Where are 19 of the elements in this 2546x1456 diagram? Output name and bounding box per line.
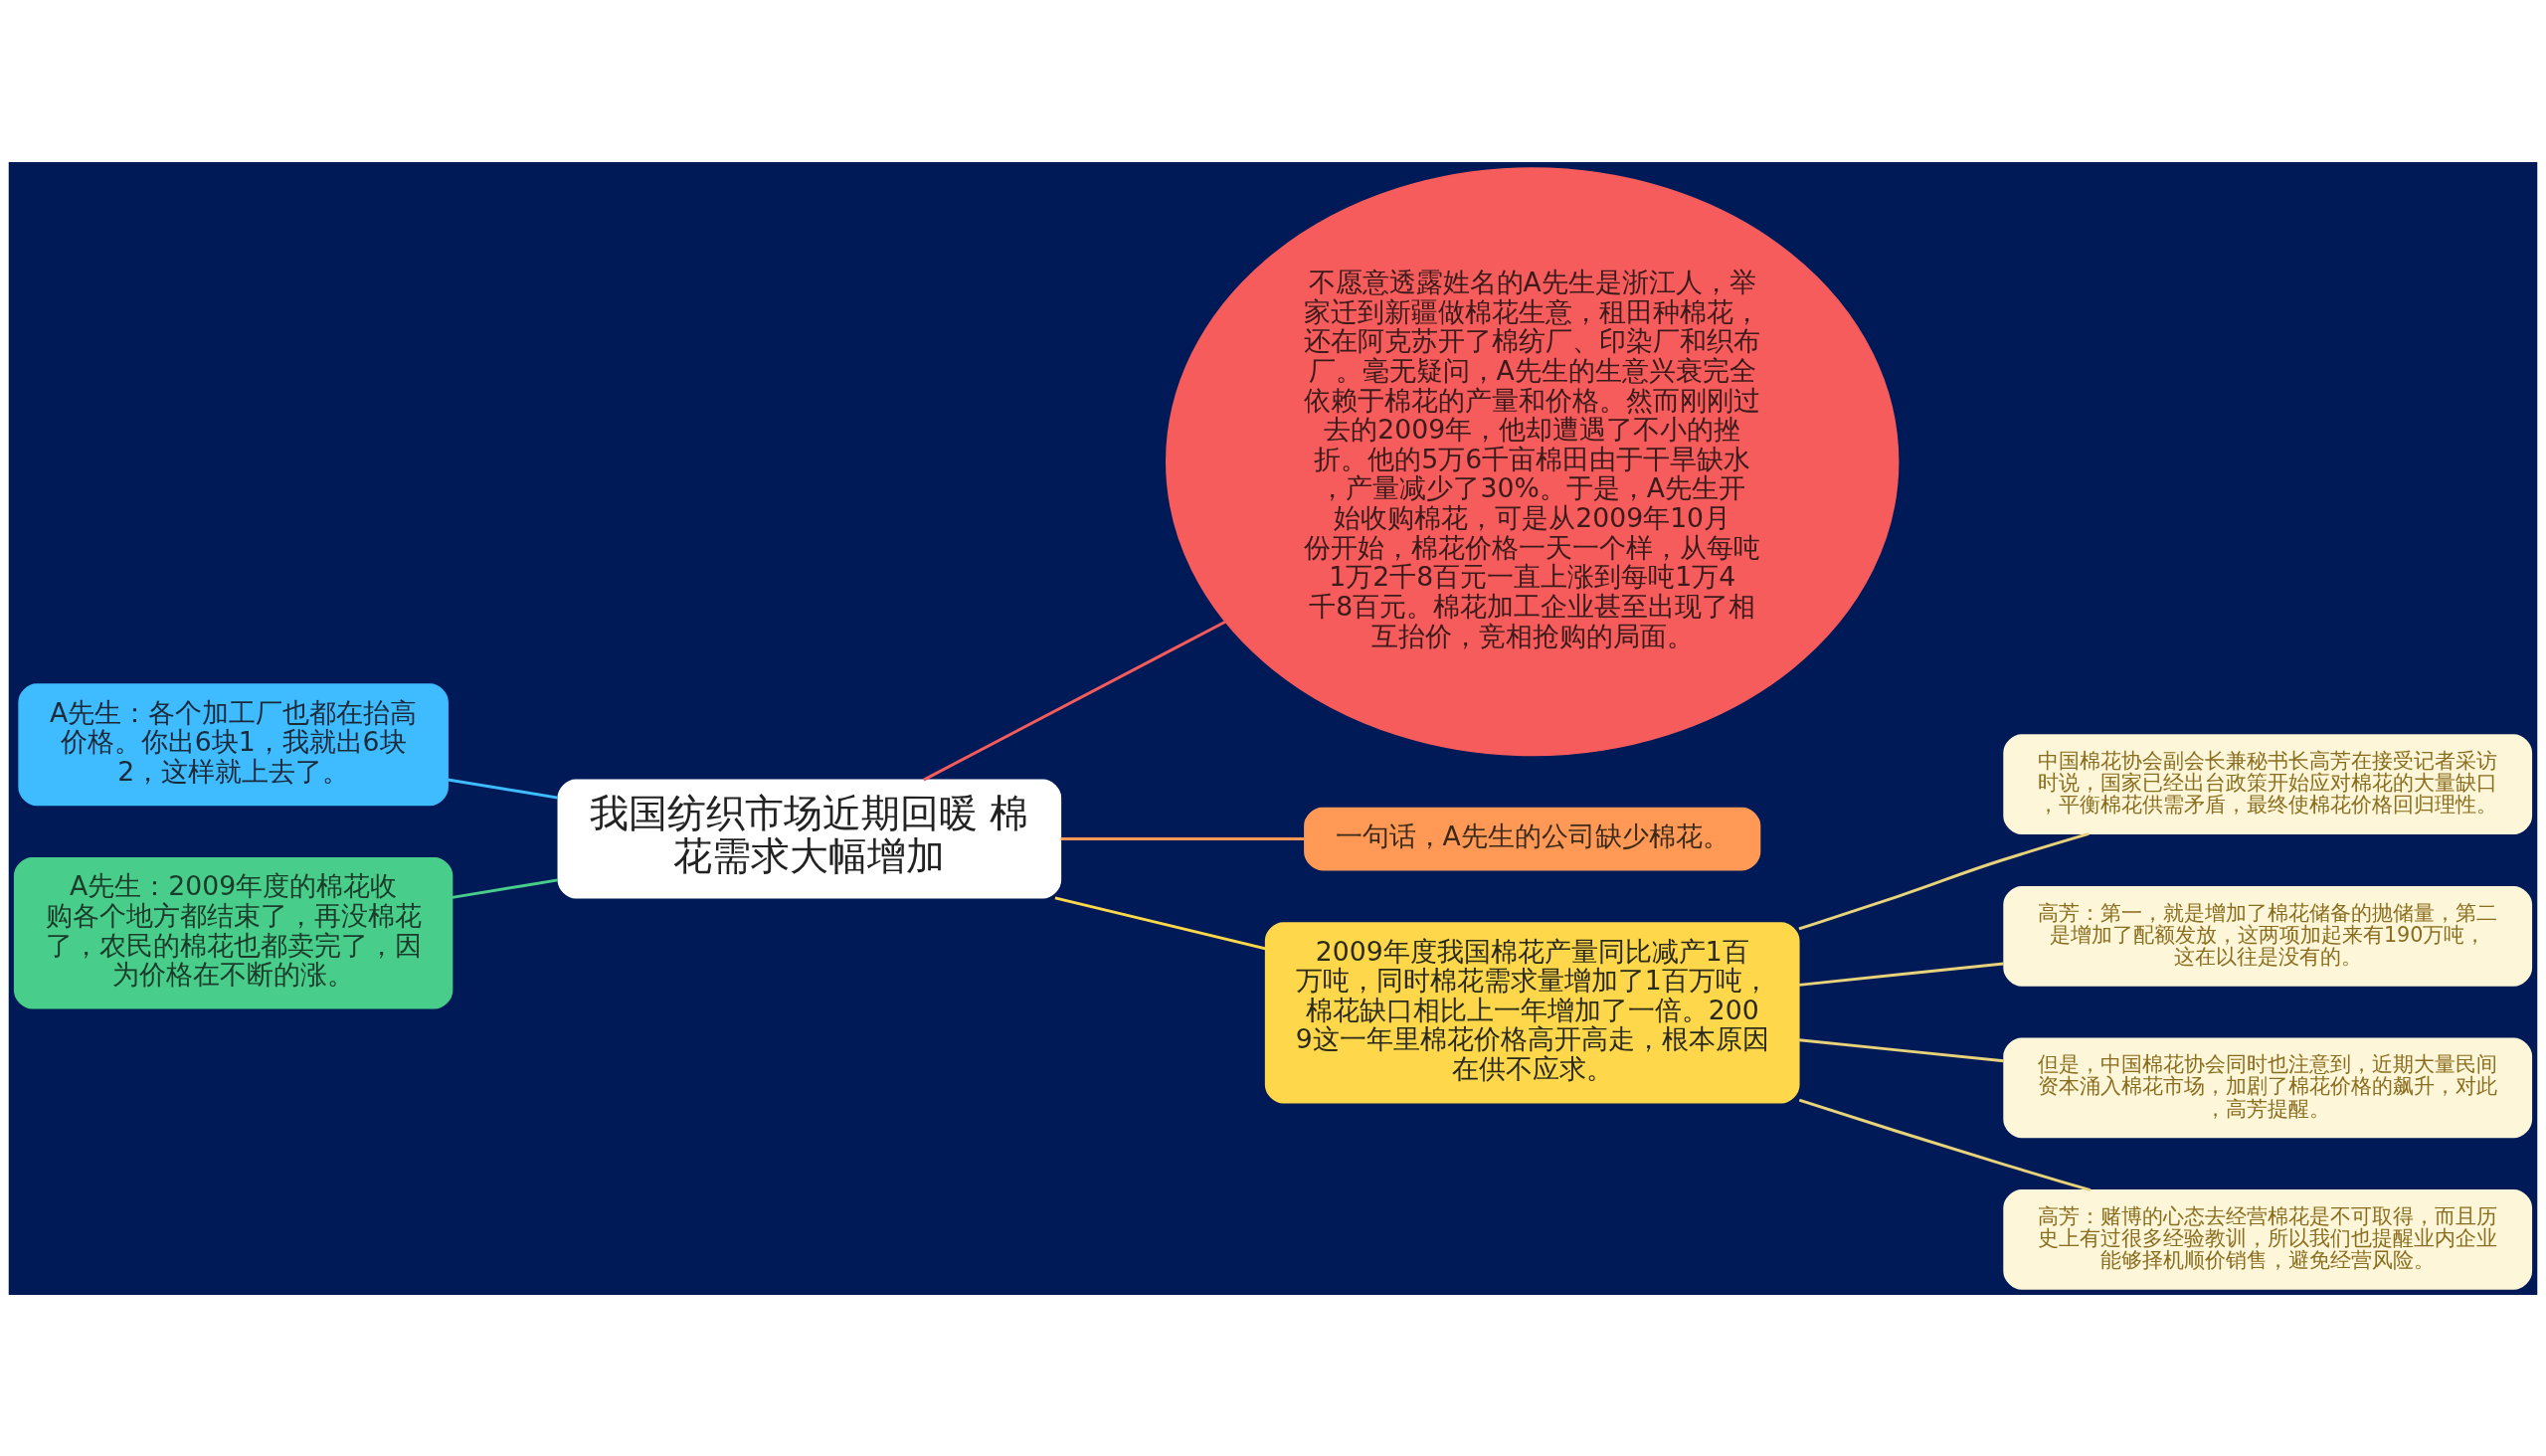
node-box: 但是，中国棉花协会同时也注意到，近期大量民间资本涌入棉花市场，加剧了棉花价格的飙升，对此，高芳提醒。 xyxy=(2003,1037,2533,1138)
connector xyxy=(923,620,1226,781)
node-box: 中国棉花协会副会长兼秘书长高芳在接受记者采访时说，国家已经出台政策开始应对棉花的大量缺口，平衡棉花供需矛盾，最终使棉花价格回归理性。 xyxy=(2003,733,2533,834)
node-box: 一句话，A先生的公司缺少棉花。 xyxy=(1304,807,1761,870)
connector xyxy=(1798,1098,2091,1191)
node-box: 高芳：第一，就是增加了棉花储备的抛储量，第二是增加了配额发放，这两项加起来有190万吨，这在以往是没有的。 xyxy=(2003,885,2533,987)
connector xyxy=(1060,836,1305,840)
node-ellipse: 不愿意透露姓名的A先生是浙江人，举家迁到新疆做棉花生意，租田种棉花，还在阿克苏开了棉纺厂、印染厂和织布厂。毫无疑问，A先生的生意兴衰完全依赖于棉花的产量和价格。然而刚刚过去的2009年，他却遭遇了不小的挫折。他的5万6千亩棉田由于干旱缺水，产量减少了30%。于是，A先生开始收购棉花，可是从2009年10月份开始，棉花价格一天一个样，从每吨1万2千8百元一直上涨到每吨1万4千8百元。棉花加工企业甚至出现了相互抬价，竞相抢购的局面。 xyxy=(1166,166,1900,756)
connector xyxy=(452,877,559,899)
node-box: A先生：各个加工厂也都在抬高价格。你出6块1，我就出6块2，这样就上去了。 xyxy=(18,682,449,806)
connector xyxy=(1799,1037,2004,1062)
node-box: 我国纺织市场近期回暖 棉花需求大幅增加 xyxy=(557,779,1062,898)
connector xyxy=(448,778,559,800)
connector xyxy=(1798,831,2090,930)
connector xyxy=(1054,895,1266,950)
node-box: 2009年度我国棉花产量同比减产1百万吨，同时棉花需求量增加了1百万吨，棉花缺口相比上一年增加了一倍。2009这一年里棉花价格高开高走，根本原因在供不应求。 xyxy=(1264,921,1800,1103)
node-box: A先生：2009年度的棉花收购各个地方都结束了，再没棉花了，农民的棉花也都卖完了，因为价格在不断的涨。 xyxy=(13,856,454,1009)
connector xyxy=(1799,961,2004,987)
node-box: 高芳：赌博的心态去经营棉花是不可取得，而且历史上有过很多经验教训，所以我们也提醒业内企业能够择机顺价销售，避免经营风险。 xyxy=(2003,1188,2533,1290)
